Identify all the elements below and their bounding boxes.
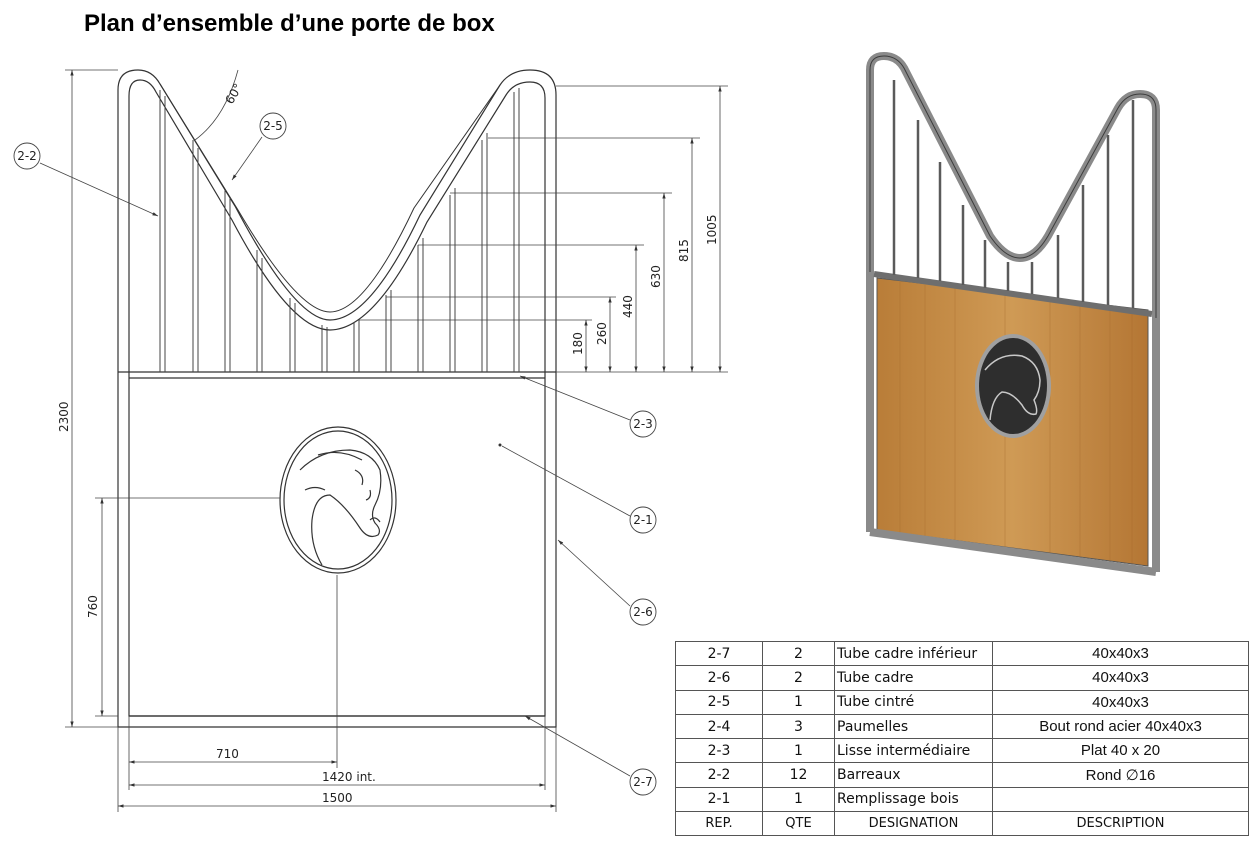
balloon-2-3 <box>629 410 657 438</box>
table-row: 2-3 1 Lisse intermédiaire Plat 40 x 20 <box>675 738 1249 764</box>
bom-qte: 1 <box>762 738 835 764</box>
bom-rep: 2-7 <box>675 640 763 667</box>
bom-qte: 1 <box>762 786 835 813</box>
bom-designation: Remplissage bois <box>834 786 993 813</box>
overall-height-label: 2300 <box>57 401 71 432</box>
bom-description: Bout rond acier 40x40x3 <box>992 713 1249 740</box>
bom-header-designation: DESIGNATION <box>834 811 993 837</box>
frame-inner-outline <box>128 79 546 717</box>
bom-header-qte: QTE <box>762 811 835 837</box>
overall-width-label: 1500 <box>322 791 353 805</box>
panel-marker <box>498 443 502 447</box>
height-630-label: 630 <box>649 265 663 288</box>
bom-designation: Tube cadre inférieur <box>834 640 993 667</box>
3d-bars <box>892 80 1135 308</box>
balloon-2-6 <box>629 598 657 626</box>
bom-rep: 2-3 <box>675 738 763 764</box>
bom-qte: 12 <box>762 762 835 788</box>
bom-designation: Barreaux <box>834 762 993 788</box>
bom-qte: 2 <box>762 640 835 667</box>
height-260-label: 260 <box>595 322 609 345</box>
bom-rep: 2-6 <box>675 665 763 691</box>
bom-designation: Paumelles <box>834 713 993 740</box>
balloon-2-5 <box>259 112 287 140</box>
balloon-2-2 <box>13 142 41 170</box>
balloon-leaders <box>39 136 631 777</box>
medallion-offset-label: 710 <box>216 747 239 761</box>
bent-tube <box>159 83 501 313</box>
bom-qte: 2 <box>762 665 835 691</box>
bom-qte: 3 <box>762 713 835 740</box>
bom-rep: 2-2 <box>675 762 763 788</box>
balloon-label-2-1: 2-1 <box>633 513 653 527</box>
height-1005-label: 1005 <box>705 214 719 245</box>
balloons <box>13 112 657 796</box>
bom-header-rep: REP. <box>675 811 763 837</box>
table-row: 2-2 12 Barreaux Rond ∅16 <box>675 762 1249 788</box>
bom-header-description: DESCRIPTION <box>992 811 1249 837</box>
vertical-bars <box>159 88 520 372</box>
balloon-label-2-2: 2-2 <box>17 149 37 163</box>
table-row: 2-7 2 Tube cadre inférieur 40x40x3 <box>675 640 1249 667</box>
height-440-label: 440 <box>621 295 635 318</box>
table-header-row: REP. QTE DESIGNATION DESCRIPTION <box>675 811 1249 837</box>
bom-description: 40x40x3 <box>992 689 1249 715</box>
bom-description: Rond ∅16 <box>992 762 1249 788</box>
bom-description: Plat 40 x 20 <box>992 738 1249 764</box>
balloon-label-2-3: 2-3 <box>633 417 653 431</box>
bom-designation: Lisse intermédiaire <box>834 738 993 764</box>
bom-description: 40x40x3 <box>992 640 1249 667</box>
dimension-lines <box>65 69 728 812</box>
3d-medallion <box>979 338 1047 434</box>
bom-rep: 2-4 <box>675 713 763 740</box>
balloon-2-7 <box>629 768 657 796</box>
door-3d-view <box>866 52 1160 576</box>
bom-designation: Tube cintré <box>834 689 993 715</box>
balloon-2-1 <box>629 506 657 534</box>
3d-middle-rail <box>873 271 1153 317</box>
table-row: 2-1 1 Remplissage bois <box>675 786 1249 813</box>
bom-description: 40x40x3 <box>992 665 1249 691</box>
bom-description <box>992 786 1249 813</box>
frame-outline <box>117 69 557 728</box>
bom-rep: 2-1 <box>675 786 763 813</box>
bom-rep: 2-5 <box>675 689 763 715</box>
drawing-title: Plan d’ensemble d’une porte de box <box>84 10 495 37</box>
balloon-label-2-7: 2-7 <box>633 775 653 789</box>
medallion-front <box>279 426 397 574</box>
inner-width-label: 1420 int. <box>322 770 376 784</box>
bill-of-materials: 2-7 2 Tube cadre inférieur 40x40x3 2-6 2… <box>675 640 1249 837</box>
height-815-label: 815 <box>677 239 691 262</box>
balloon-label-2-6: 2-6 <box>633 605 653 619</box>
height-180-label: 180 <box>571 332 585 355</box>
table-row: 2-5 1 Tube cintré 40x40x3 <box>675 689 1249 715</box>
bom-designation: Tube cadre <box>834 665 993 691</box>
bom-qte: 1 <box>762 689 835 715</box>
balloon-label-2-5: 2-5 <box>263 119 283 133</box>
medallion-height-label: 760 <box>86 595 100 618</box>
table-row: 2-4 3 Paumelles Bout rond acier 40x40x3 <box>675 713 1249 740</box>
table-row: 2-6 2 Tube cadre 40x40x3 <box>675 665 1249 691</box>
